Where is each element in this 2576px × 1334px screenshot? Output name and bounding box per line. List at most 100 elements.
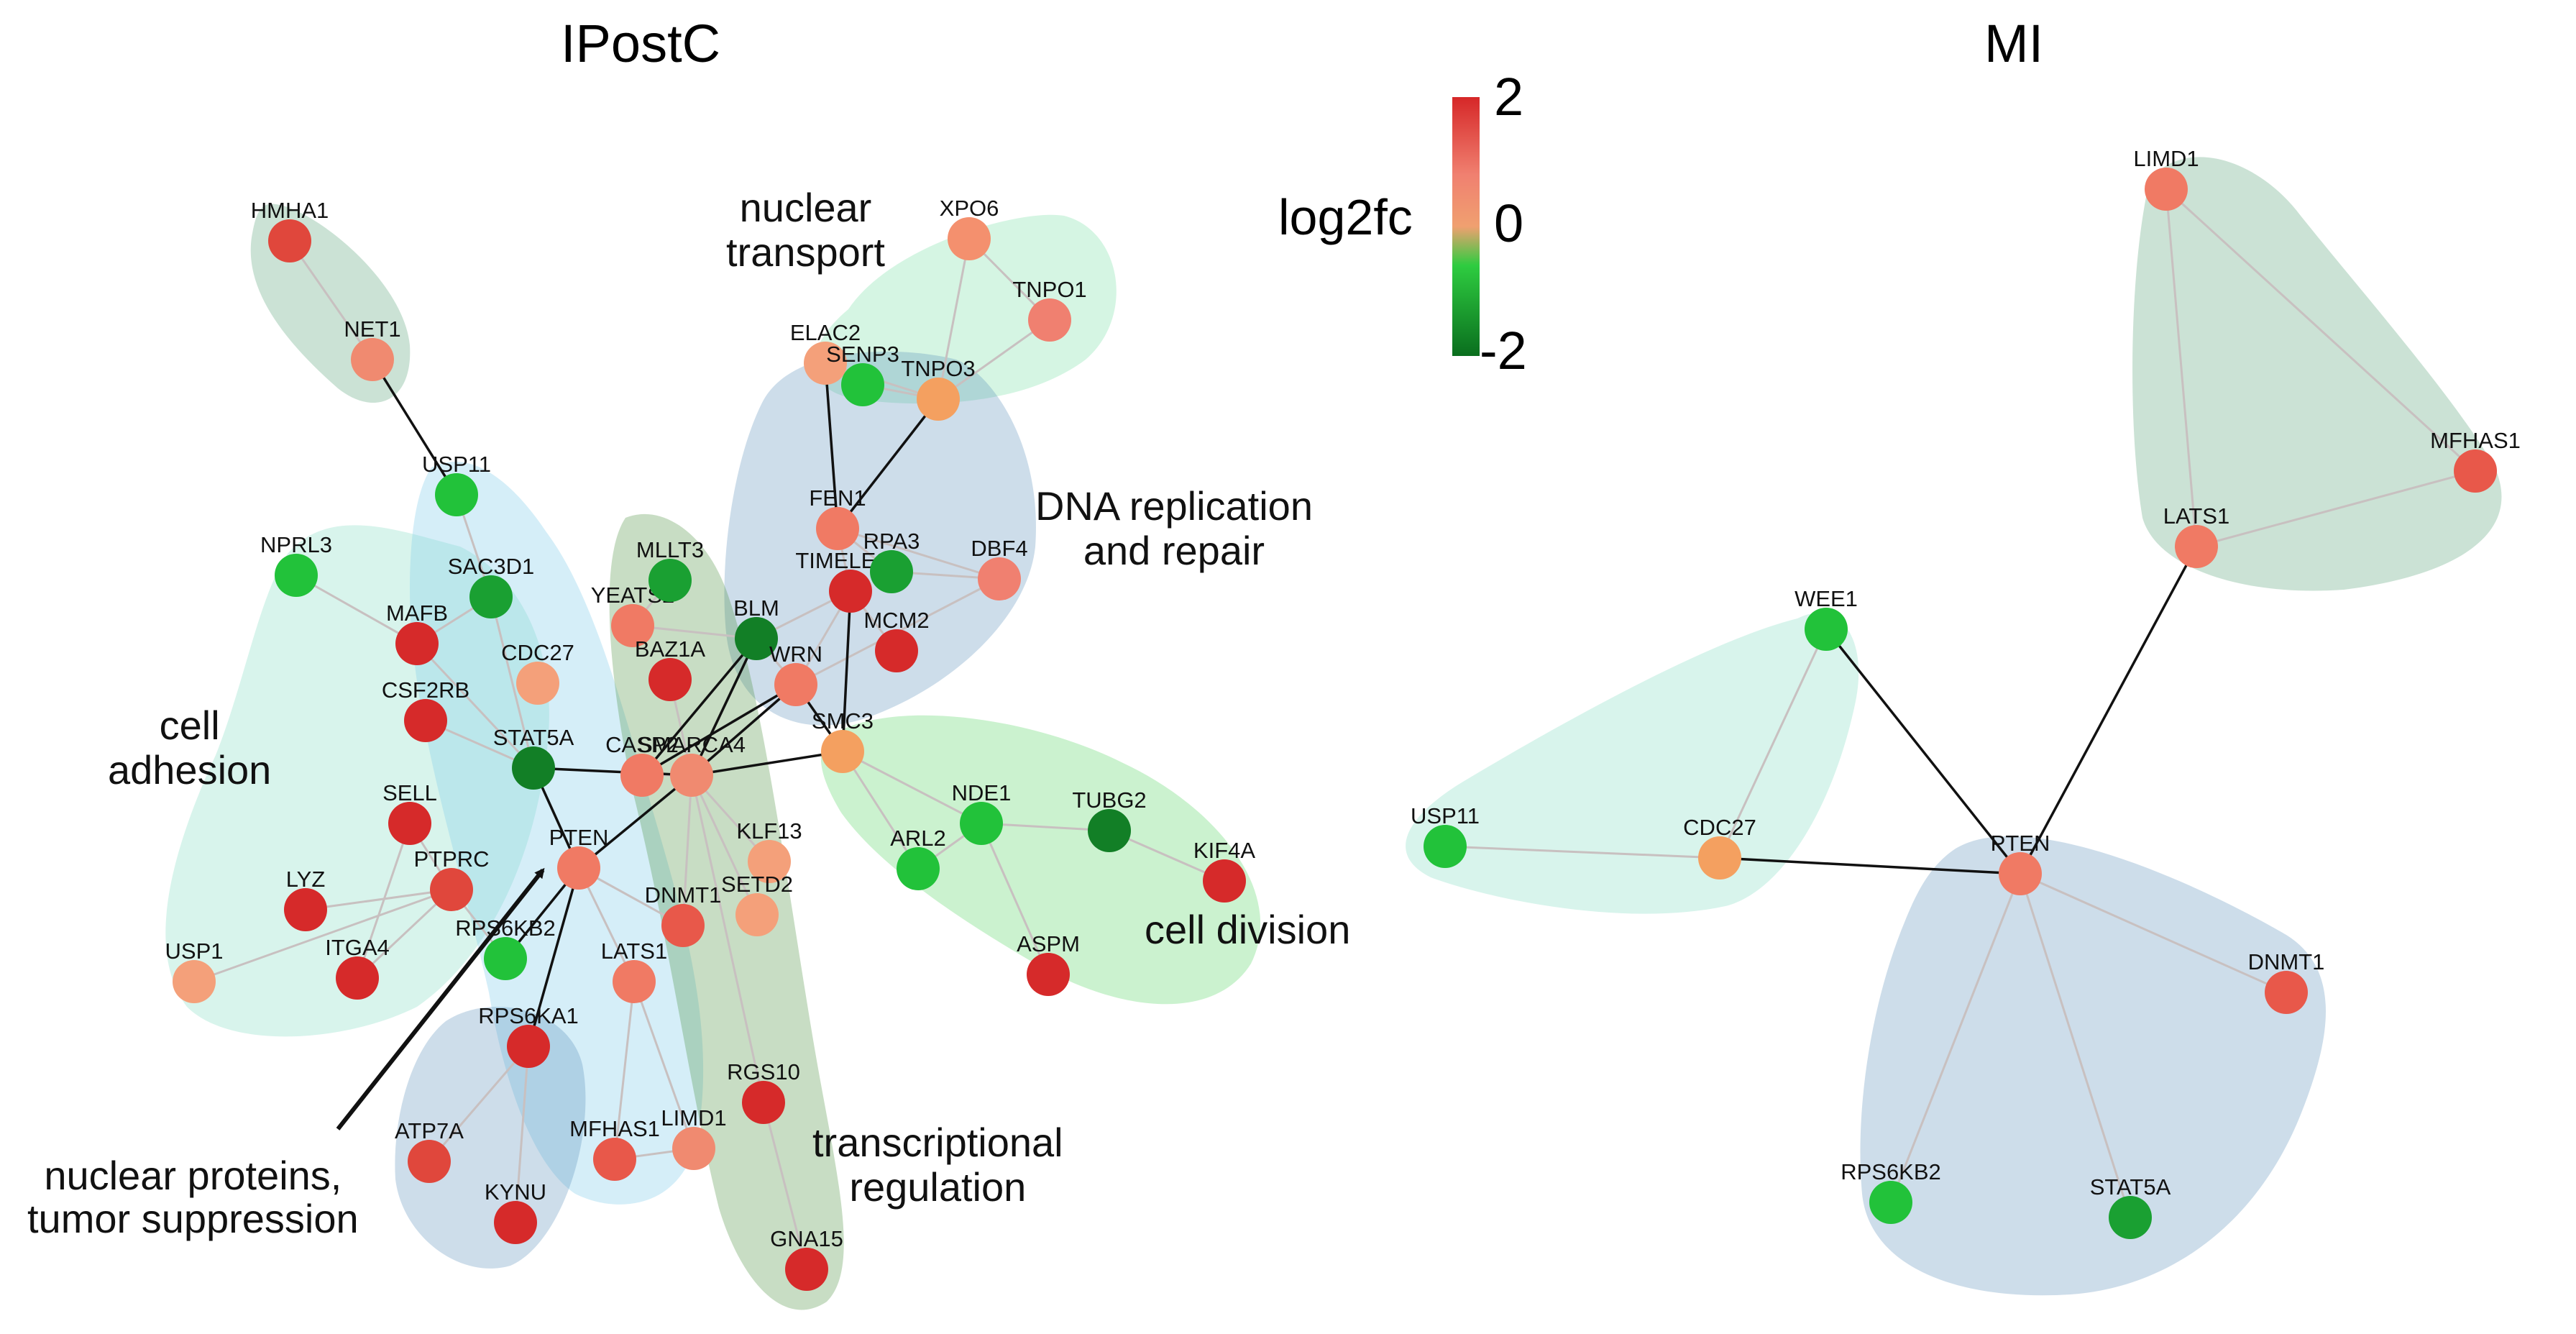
node-itga4[interactable]: ITGA4 bbox=[325, 935, 390, 1000]
node-circle[interactable] bbox=[173, 960, 216, 1003]
node-circle[interactable] bbox=[395, 622, 439, 665]
node-circle[interactable] bbox=[620, 754, 664, 797]
node-circle[interactable] bbox=[1805, 608, 1848, 651]
node-circle[interactable] bbox=[613, 960, 656, 1003]
node-circle[interactable] bbox=[735, 893, 779, 936]
node-circle[interactable] bbox=[2175, 525, 2218, 568]
node-nprl3[interactable]: NPRL3 bbox=[260, 532, 332, 597]
node-circle[interactable] bbox=[336, 956, 379, 1000]
node-mafb[interactable]: MAFB bbox=[386, 600, 448, 665]
node-circle[interactable] bbox=[404, 699, 447, 742]
node-tubg2[interactable]: TUBG2 bbox=[1072, 787, 1147, 852]
node-stat5a[interactable]: STAT5A bbox=[2090, 1174, 2171, 1239]
node-limd1[interactable]: LIMD1 bbox=[2133, 146, 2199, 211]
node-cdc27[interactable]: CDC27 bbox=[1683, 815, 1756, 880]
node-smc3[interactable]: SMC3 bbox=[812, 708, 874, 773]
node-circle[interactable] bbox=[960, 802, 1003, 845]
node-nde1[interactable]: NDE1 bbox=[952, 780, 1012, 845]
node-fen1[interactable]: FEN1 bbox=[809, 485, 866, 550]
node-sell[interactable]: SELL bbox=[382, 780, 437, 845]
node-circle[interactable] bbox=[430, 868, 473, 911]
node-usp11[interactable]: USP11 bbox=[1411, 803, 1480, 868]
node-mcm2[interactable]: MCM2 bbox=[863, 608, 930, 672]
node-rgs10[interactable]: RGS10 bbox=[727, 1059, 800, 1124]
node-circle[interactable] bbox=[593, 1138, 636, 1181]
node-lyz[interactable]: LYZ bbox=[284, 867, 327, 931]
node-circle[interactable] bbox=[1088, 809, 1131, 852]
node-tnpo1[interactable]: TNPO1 bbox=[1012, 277, 1087, 342]
node-circle[interactable] bbox=[408, 1140, 451, 1183]
node-timeless[interactable]: TIMELESS bbox=[795, 548, 906, 613]
node-klf13[interactable]: KLF13 bbox=[736, 818, 802, 883]
node-cdc27[interactable]: CDC27 bbox=[501, 640, 574, 705]
node-circle[interactable] bbox=[512, 746, 555, 790]
node-circle[interactable] bbox=[870, 550, 913, 593]
node-circle[interactable] bbox=[1698, 836, 1741, 880]
node-circle[interactable] bbox=[2109, 1196, 2152, 1239]
node-circle[interactable] bbox=[648, 658, 692, 701]
node-elac2[interactable]: ELAC2 bbox=[790, 320, 861, 385]
node-dnmt1[interactable]: DNMT1 bbox=[2248, 949, 2325, 1014]
node-circle[interactable] bbox=[2265, 971, 2308, 1014]
node-circle[interactable] bbox=[735, 617, 778, 660]
node-circle[interactable] bbox=[917, 378, 960, 421]
node-dnmt1[interactable]: DNMT1 bbox=[645, 882, 722, 947]
node-circle[interactable] bbox=[648, 559, 692, 602]
node-sac3d1[interactable]: SAC3D1 bbox=[448, 554, 535, 618]
node-lats1[interactable]: LATS1 bbox=[601, 938, 667, 1003]
node-circle[interactable] bbox=[275, 554, 318, 597]
node-circle[interactable] bbox=[469, 575, 513, 618]
node-circle[interactable] bbox=[816, 507, 859, 550]
node-circle[interactable] bbox=[1028, 298, 1071, 342]
node-wee1[interactable]: WEE1 bbox=[1795, 586, 1858, 651]
node-hmha1[interactable]: HMHA1 bbox=[251, 198, 329, 262]
node-circle[interactable] bbox=[829, 570, 872, 613]
node-rpa3[interactable]: RPA3 bbox=[863, 529, 920, 593]
node-circle[interactable] bbox=[978, 557, 1021, 600]
node-lats1[interactable]: LATS1 bbox=[2163, 503, 2229, 568]
node-tnpo3[interactable]: TNPO3 bbox=[901, 356, 976, 421]
node-aspm[interactable]: ASPM bbox=[1017, 931, 1080, 996]
node-circle[interactable] bbox=[435, 473, 478, 516]
node-csf2rb[interactable]: CSF2RB bbox=[382, 677, 469, 742]
node-circle[interactable] bbox=[1869, 1181, 1912, 1224]
node-rps6kb2[interactable]: RPS6KB2 bbox=[455, 915, 556, 980]
node-blm[interactable]: BLM bbox=[733, 595, 779, 660]
node-pten[interactable]: PTEN bbox=[1991, 831, 2050, 895]
node-kif4a[interactable]: KIF4A bbox=[1193, 838, 1255, 903]
node-circle[interactable] bbox=[494, 1201, 537, 1244]
node-circle[interactable] bbox=[1999, 852, 2042, 895]
node-circle[interactable] bbox=[484, 937, 527, 980]
node-circle[interactable] bbox=[804, 342, 847, 385]
node-circle[interactable] bbox=[507, 1025, 550, 1068]
node-circle[interactable] bbox=[1424, 825, 1467, 868]
node-mfhas1[interactable]: MFHAS1 bbox=[569, 1116, 660, 1181]
node-circle[interactable] bbox=[2145, 168, 2188, 211]
node-baz1a[interactable]: BAZ1A bbox=[635, 636, 706, 701]
node-pten[interactable]: PTEN bbox=[549, 825, 609, 890]
node-circle[interactable] bbox=[774, 663, 817, 706]
node-senp3[interactable]: SENP3 bbox=[826, 342, 899, 406]
node-rps6ka1[interactable]: RPS6KA1 bbox=[478, 1003, 579, 1068]
node-casp2[interactable]: CASP2 bbox=[605, 732, 679, 797]
node-circle[interactable] bbox=[841, 363, 884, 406]
node-circle[interactable] bbox=[948, 217, 991, 260]
node-circle[interactable] bbox=[785, 1248, 828, 1291]
node-wrn[interactable]: WRN bbox=[769, 641, 822, 706]
node-usp11[interactable]: USP11 bbox=[422, 452, 491, 516]
node-circle[interactable] bbox=[661, 904, 705, 947]
node-circle[interactable] bbox=[2454, 449, 2497, 493]
node-gna15[interactable]: GNA15 bbox=[770, 1226, 843, 1291]
node-circle[interactable] bbox=[821, 730, 864, 773]
node-circle[interactable] bbox=[897, 847, 940, 890]
node-circle[interactable] bbox=[284, 888, 327, 931]
node-circle[interactable] bbox=[1203, 859, 1246, 903]
node-mllt3[interactable]: MLLT3 bbox=[636, 537, 704, 602]
node-circle[interactable] bbox=[268, 219, 311, 262]
node-mfhas1[interactable]: MFHAS1 bbox=[2430, 428, 2521, 493]
node-arl2[interactable]: ARL2 bbox=[890, 826, 946, 890]
node-stat5a[interactable]: STAT5A bbox=[493, 725, 574, 790]
node-circle[interactable] bbox=[351, 338, 394, 381]
node-circle[interactable] bbox=[748, 840, 791, 883]
node-circle[interactable] bbox=[670, 754, 713, 797]
